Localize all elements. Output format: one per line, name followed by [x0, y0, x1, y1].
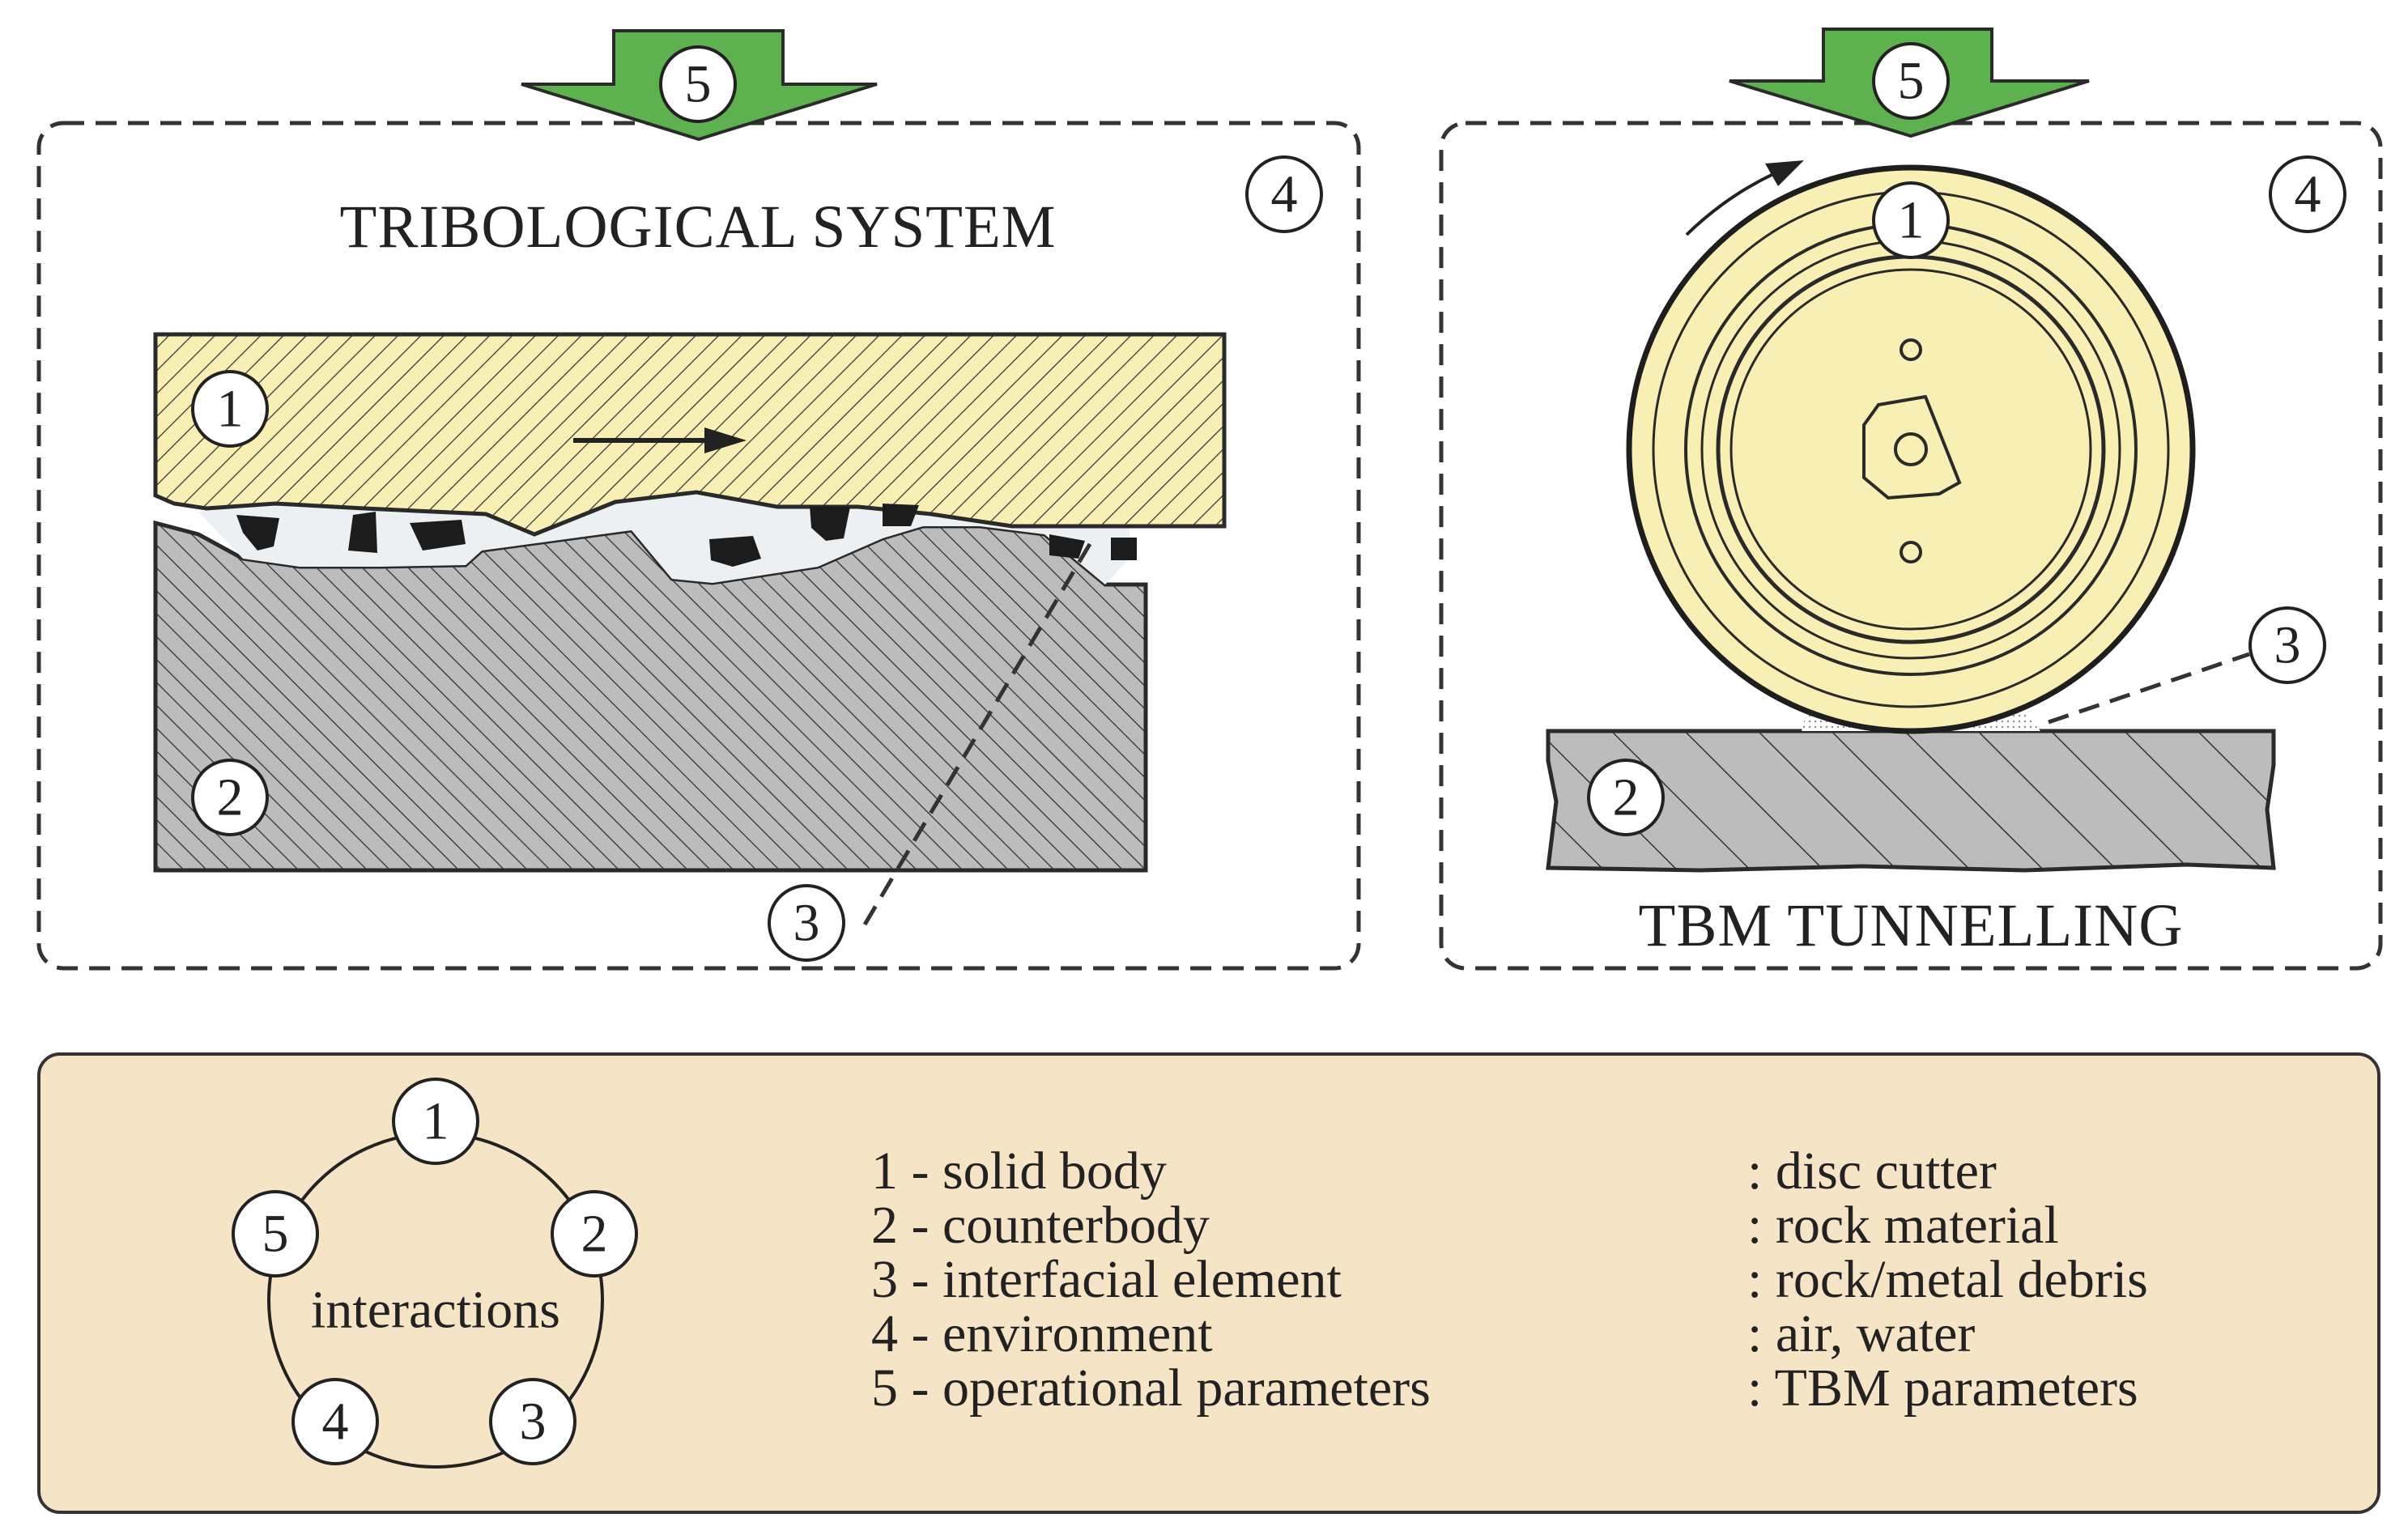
- cycle-node-2: 2: [551, 1190, 638, 1278]
- left-panel-title: TRIBOLOGICAL SYSTEM: [340, 193, 1057, 261]
- interface-leader-line: [862, 542, 1092, 926]
- marker-interfacial-element: 3: [768, 884, 845, 962]
- interactions-cycle: interactions 1 2 3 4 5: [232, 1078, 638, 1469]
- cycle-node-1: 1: [392, 1078, 479, 1165]
- legend-term: 5 - operational parameters: [871, 1358, 1431, 1418]
- right-panel-title: TBM TUNNELLING: [1639, 892, 2184, 959]
- marker-environment: 4: [1245, 155, 1323, 233]
- debris-leader-line: [2048, 652, 2250, 725]
- legend-term: 1 - solid body: [871, 1141, 1167, 1201]
- operational-parameters-arrow: 5: [521, 29, 878, 142]
- svg-text:1: 1: [423, 1092, 449, 1151]
- svg-text:3: 3: [793, 894, 820, 953]
- marker-environment-right: 4: [2269, 155, 2346, 233]
- svg-text:3: 3: [2274, 616, 2301, 675]
- svg-text:2: 2: [1613, 768, 1640, 827]
- rock-material-block: [1546, 729, 2276, 873]
- svg-text:5: 5: [1898, 52, 1925, 111]
- svg-text:1: 1: [217, 380, 244, 439]
- legend-frame: [37, 1052, 2380, 1514]
- cycle-node-3: 3: [489, 1378, 576, 1465]
- svg-text:4: 4: [322, 1392, 349, 1452]
- marker-solid-body: 1: [191, 370, 269, 448]
- right-panel-frame: [1439, 121, 2383, 971]
- legend-term: 3 - interfacial element: [871, 1250, 1342, 1309]
- right-panel: TBM TUNNELLING 1 2 3 4 5: [1439, 28, 2383, 971]
- legend-term: 4 - environment: [871, 1304, 1213, 1363]
- marker-counterbody: 2: [191, 759, 269, 836]
- operational-parameters-arrow-right: 5: [1729, 28, 2090, 138]
- debris-particles: [236, 504, 1137, 567]
- marker-rock: 2: [1587, 759, 1665, 836]
- marker-disc-cutter: 1: [1872, 181, 1950, 259]
- counterbody-block: [153, 520, 1148, 873]
- hub-shape: [1862, 394, 1962, 500]
- svg-text:4: 4: [2295, 165, 2321, 224]
- svg-text:5: 5: [685, 55, 712, 114]
- legend-example: : rock material: [1747, 1196, 2059, 1255]
- svg-text:2: 2: [581, 1205, 608, 1264]
- legend-panel: interactions 1 2 3 4 5 1 - s: [37, 1052, 2380, 1514]
- svg-text:2: 2: [217, 768, 244, 827]
- legend-example: : rock/metal debris: [1747, 1250, 2148, 1309]
- legend-term: 2 - counterbody: [871, 1196, 1210, 1255]
- interactions-label: interactions: [311, 1281, 560, 1340]
- legend-example: : air, water: [1747, 1304, 1975, 1363]
- svg-text:5: 5: [262, 1205, 289, 1264]
- legend-terms: 1 - solid body 2 - counterbody 3 - inter…: [871, 1141, 1431, 1418]
- svg-text:3: 3: [520, 1392, 547, 1452]
- left-panel: TRIBOLOGICAL SYSTEM 1: [36, 29, 1361, 971]
- svg-text:1: 1: [1898, 191, 1925, 250]
- legend-example: : TBM parameters: [1747, 1358, 2138, 1418]
- rotation-arrow: [1685, 160, 1804, 236]
- solid-body-block: [153, 332, 1227, 537]
- cycle-node-4: 4: [291, 1378, 379, 1465]
- legend-examples: : disc cutter : rock material : rock/met…: [1747, 1141, 2148, 1418]
- svg-text:4: 4: [1271, 165, 1298, 224]
- marker-debris: 3: [2248, 606, 2326, 684]
- sliding-direction-arrow: [573, 427, 747, 453]
- legend-example: : disc cutter: [1747, 1141, 1997, 1201]
- cycle-node-5: 5: [232, 1190, 319, 1278]
